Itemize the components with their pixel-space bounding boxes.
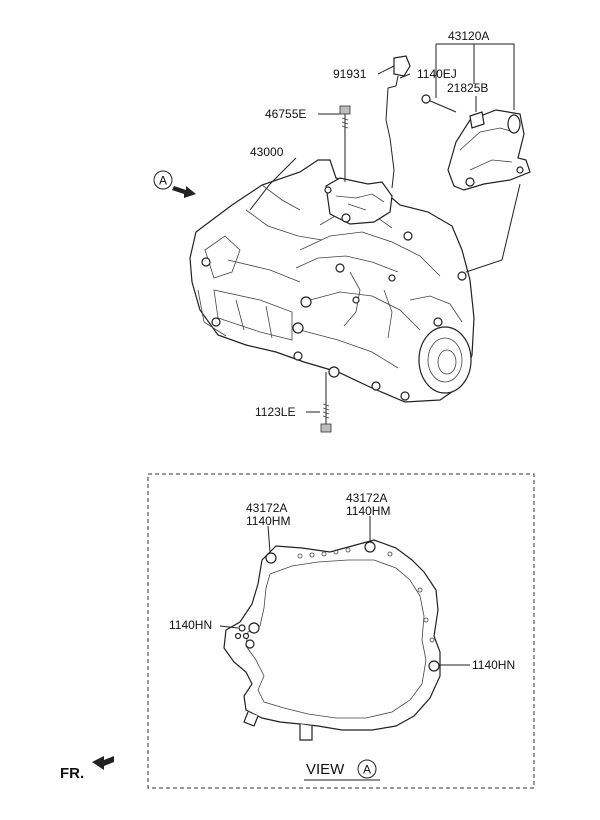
bracket-bolt[interactable] <box>421 94 457 113</box>
label-stud-bolt: 46755E <box>265 107 306 121</box>
label-mount-bracket: 43120A <box>448 29 489 43</box>
view-label-dowel-2: 43172A <box>346 491 387 505</box>
stud-bolt[interactable] <box>339 105 351 132</box>
cable-clip[interactable] <box>385 55 411 189</box>
view-label-bolt-2: 1140HM <box>346 504 390 518</box>
view-label-dowel-1: 43172A <box>246 501 287 515</box>
view-a-marker[interactable]: A <box>153 170 196 198</box>
leader-lines <box>249 43 521 413</box>
view-label-right: 1140HN <box>472 658 515 672</box>
drain-bolt[interactable] <box>320 400 332 433</box>
mount-bracket[interactable] <box>447 109 531 191</box>
front-indicator: FR. <box>60 756 114 782</box>
view-title: VIEW A <box>304 759 380 781</box>
view-a-marker-letter: A <box>159 174 167 188</box>
front-indicator-text: FR. <box>60 765 84 782</box>
view-title-letter: A <box>363 763 371 777</box>
bushing[interactable] <box>469 111 485 129</box>
view-title-prefix: VIEW <box>306 761 345 778</box>
transaxle-assembly[interactable] <box>189 159 475 403</box>
label-drain-bolt: 1123LE <box>255 405 295 419</box>
bell-housing-face[interactable] <box>223 539 441 741</box>
label-transaxle: 43000 <box>250 145 284 159</box>
view-a-box: 43172A 1140HM 43172A 1140HM 1140HN 1140H… <box>147 473 535 789</box>
view-label-bolt-1: 1140HM <box>246 514 290 528</box>
view-direction-arrow-icon <box>172 186 196 198</box>
label-bracket-bolt: 1140EJ <box>417 67 457 81</box>
label-cable-clip: 91931 <box>333 67 367 81</box>
view-label-left: 1140HN <box>169 618 212 632</box>
label-bushing: 21825B <box>447 81 488 95</box>
front-arrow-icon <box>92 756 114 770</box>
